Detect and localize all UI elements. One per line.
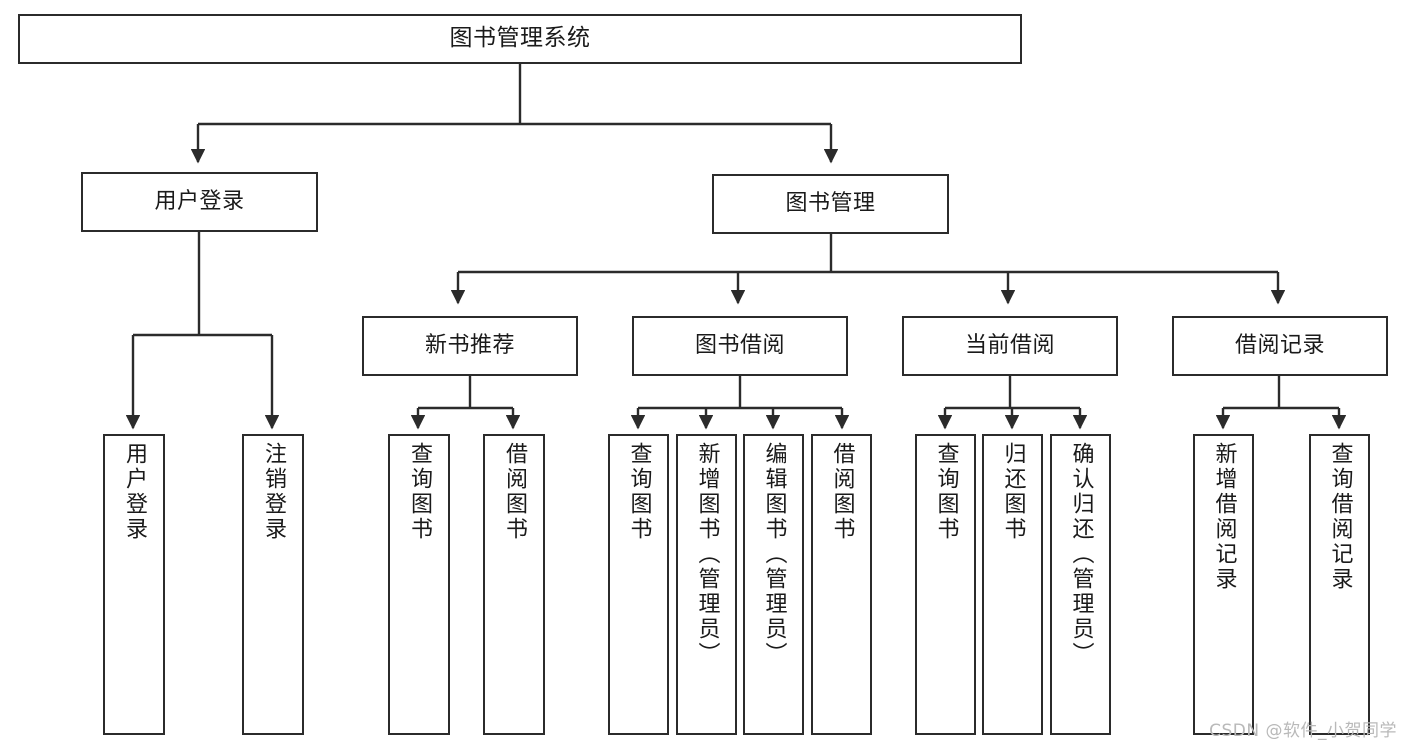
node-borrow-record[interactable]: 借阅记录 bbox=[1172, 316, 1388, 376]
node-label: 查询图书 bbox=[933, 442, 959, 542]
node-label: 借阅记录 bbox=[1234, 332, 1325, 358]
node-label: 查询借阅记录 bbox=[1327, 442, 1353, 592]
node-label: 用户登录 bbox=[154, 188, 245, 214]
leaf-borrow-book[interactable]: 借阅图书 bbox=[811, 434, 872, 735]
node-label: 新书推荐 bbox=[424, 332, 515, 358]
leaf-query-book-current[interactable]: 查询图书 bbox=[915, 434, 976, 735]
node-label: 当前借阅 bbox=[964, 332, 1055, 358]
node-label: 归还图书 bbox=[1000, 442, 1026, 542]
leaf-add-book[interactable]: 新增图书（管理员） bbox=[676, 434, 737, 735]
node-label: 借阅图书 bbox=[502, 442, 527, 542]
leaf-confirm-return[interactable]: 确认归还（管理员） bbox=[1050, 434, 1111, 735]
leaf-edit-book[interactable]: 编辑图书（管理员） bbox=[743, 434, 804, 735]
leaf-user-login[interactable]: 用户登录 bbox=[103, 434, 165, 735]
node-label: 查询图书 bbox=[626, 442, 652, 542]
leaf-query-book-borrow[interactable]: 查询图书 bbox=[608, 434, 669, 735]
node-label: 确认归还（管理员） bbox=[1068, 442, 1094, 667]
node-current-borrow[interactable]: 当前借阅 bbox=[902, 316, 1118, 376]
node-label: 新增图书（管理员） bbox=[694, 442, 720, 667]
node-label: 用户登录 bbox=[122, 442, 147, 542]
node-label: 注销登录 bbox=[261, 442, 286, 542]
node-book-management[interactable]: 图书管理 bbox=[712, 174, 949, 234]
node-label: 借阅图书 bbox=[829, 442, 855, 542]
node-label: 图书管理 bbox=[785, 190, 876, 216]
node-user-login[interactable]: 用户登录 bbox=[81, 172, 318, 232]
node-book-borrow[interactable]: 图书借阅 bbox=[632, 316, 848, 376]
leaf-logout[interactable]: 注销登录 bbox=[242, 434, 304, 735]
node-label: 图书借阅 bbox=[694, 332, 785, 358]
watermark-text: CSDN @软件_小贺同学 bbox=[1209, 721, 1397, 741]
node-label: 查询图书 bbox=[407, 442, 432, 542]
node-label: 编辑图书（管理员） bbox=[761, 442, 787, 667]
node-root-system[interactable]: 图书管理系统 bbox=[18, 14, 1022, 64]
node-new-book-recommend[interactable]: 新书推荐 bbox=[362, 316, 578, 376]
leaf-borrow-book-recommend[interactable]: 借阅图书 bbox=[483, 434, 545, 735]
leaf-add-borrow-record[interactable]: 新增借阅记录 bbox=[1193, 434, 1254, 735]
leaf-query-borrow-record[interactable]: 查询借阅记录 bbox=[1309, 434, 1370, 735]
node-label: 新增借阅记录 bbox=[1211, 442, 1237, 592]
leaf-return-book[interactable]: 归还图书 bbox=[982, 434, 1043, 735]
leaf-query-book-recommend[interactable]: 查询图书 bbox=[388, 434, 450, 735]
node-label: 图书管理系统 bbox=[449, 25, 591, 52]
